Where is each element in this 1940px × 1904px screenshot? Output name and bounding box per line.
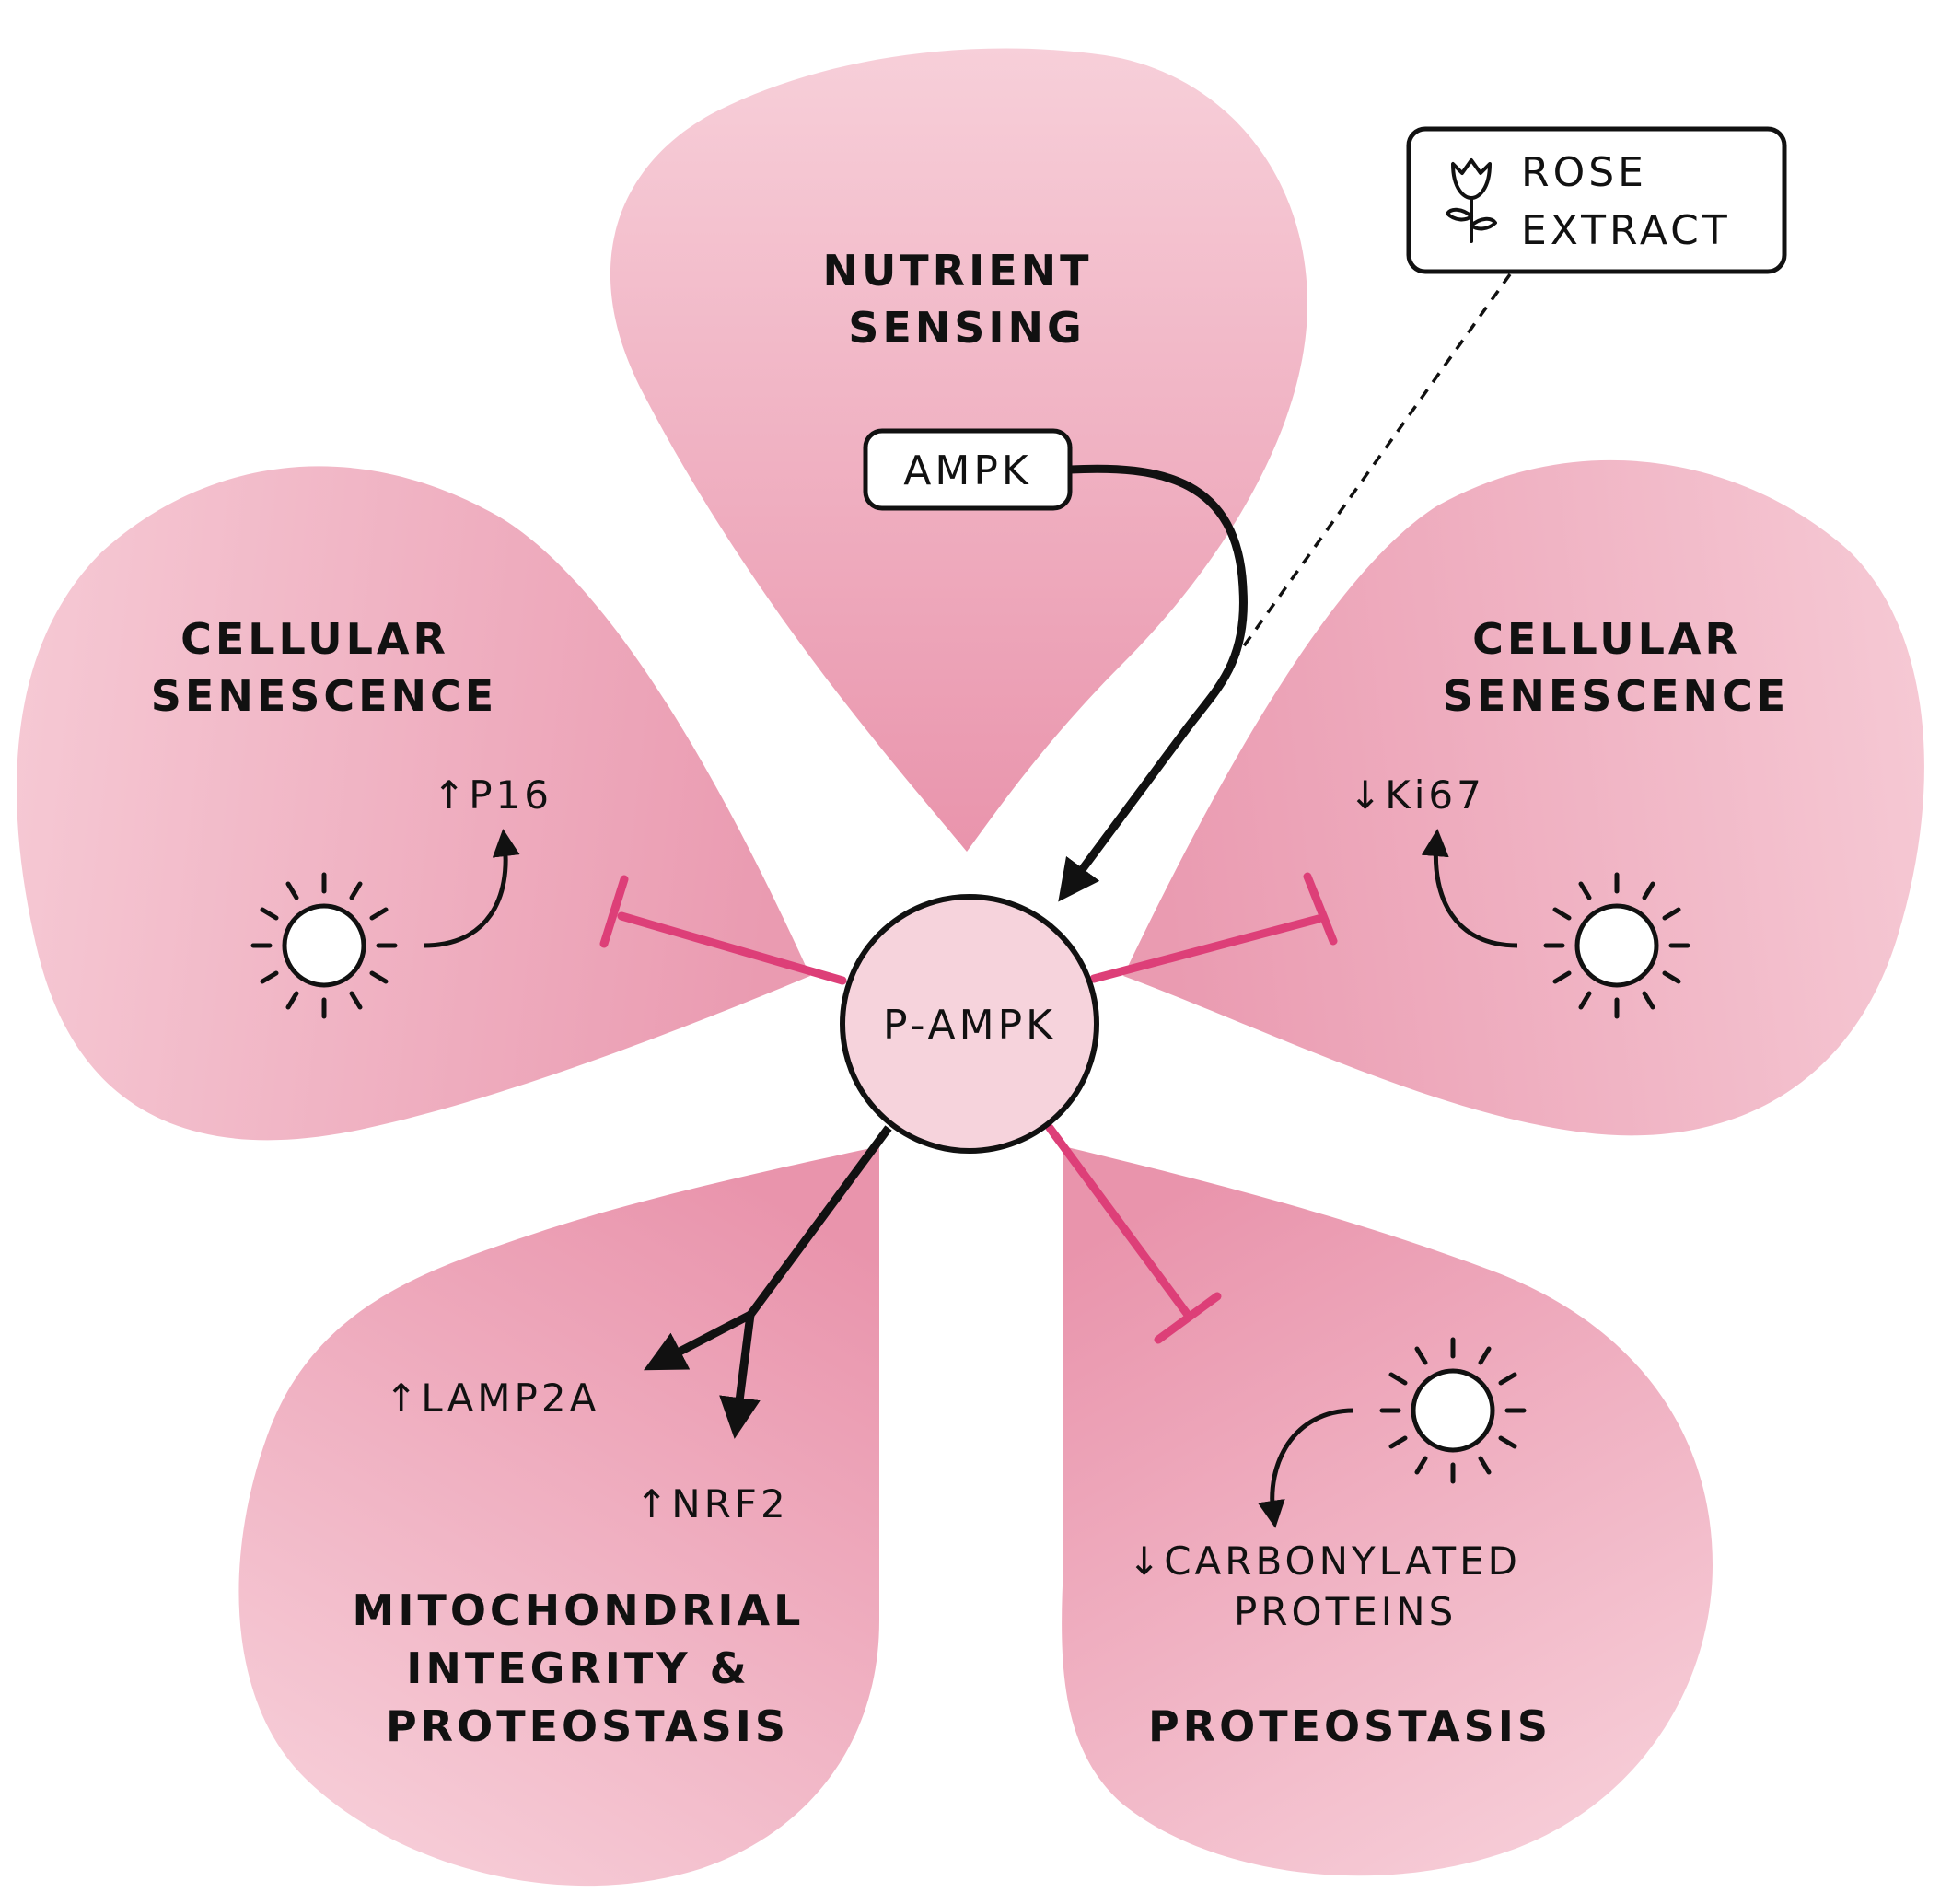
proteostasis-title: PROTEOSTASIS xyxy=(1148,1701,1551,1751)
sun-icon xyxy=(1379,1337,1527,1484)
p16-marker: ↑P16 xyxy=(433,772,552,818)
activation-branch xyxy=(644,1125,892,1439)
nutrient-sensing-title: NUTRIENT SENSING xyxy=(822,246,1110,353)
rose-icon xyxy=(1446,158,1497,243)
cellular-senescence-right-title: CELLULAR SENESCENCE xyxy=(1443,614,1789,721)
carbonylated-proteins-marker: ↓CARBONYLATED PROTEINS xyxy=(1128,1538,1537,1634)
ki67-arrow xyxy=(1421,829,1518,948)
mitochondrial-integrity-title: MITOCHONDRIAL INTEGRITY & PROTEOSTASIS xyxy=(353,1585,823,1751)
up-arrow-icon: ↑ xyxy=(385,1376,421,1421)
p16-arrow xyxy=(423,829,520,948)
rose-extract-label: ROSE EXTRACT xyxy=(1521,149,1731,254)
up-arrow-icon: ↑ xyxy=(433,772,469,818)
p-ampk-node xyxy=(840,894,1099,1154)
carbonylated-arrow xyxy=(1258,1408,1354,1528)
inhibition-left xyxy=(599,875,847,985)
lamp2a-marker: ↑LAMP2A xyxy=(385,1376,599,1421)
nrf2-marker: ↑NRF2 xyxy=(635,1481,789,1527)
sun-icon xyxy=(250,872,398,1019)
inhibition-right xyxy=(1089,872,1338,983)
petal-right xyxy=(1123,459,1924,1136)
sun-icon xyxy=(1543,872,1690,1019)
up-arrow-icon: ↑ xyxy=(635,1481,671,1527)
ampk-activation-arrow xyxy=(1058,464,1248,902)
petal-bottom-right xyxy=(1062,1146,1713,1876)
ki67-marker: ↓Ki67 xyxy=(1349,772,1485,818)
cellular-senescence-left-title: CELLULAR SENESCENCE xyxy=(151,614,497,721)
rose-extract-dashed-link xyxy=(1237,273,1512,656)
inhibition-bottom-right xyxy=(1045,1123,1222,1344)
down-arrow-icon: ↓ xyxy=(1349,772,1385,818)
ampk-label: AMPK xyxy=(903,447,1031,494)
petal-left xyxy=(17,466,810,1141)
down-arrow-icon: ↓ xyxy=(1128,1538,1164,1584)
p-ampk-label: P-AMPK xyxy=(883,1002,1056,1049)
rose-extract-box xyxy=(1406,126,1787,274)
